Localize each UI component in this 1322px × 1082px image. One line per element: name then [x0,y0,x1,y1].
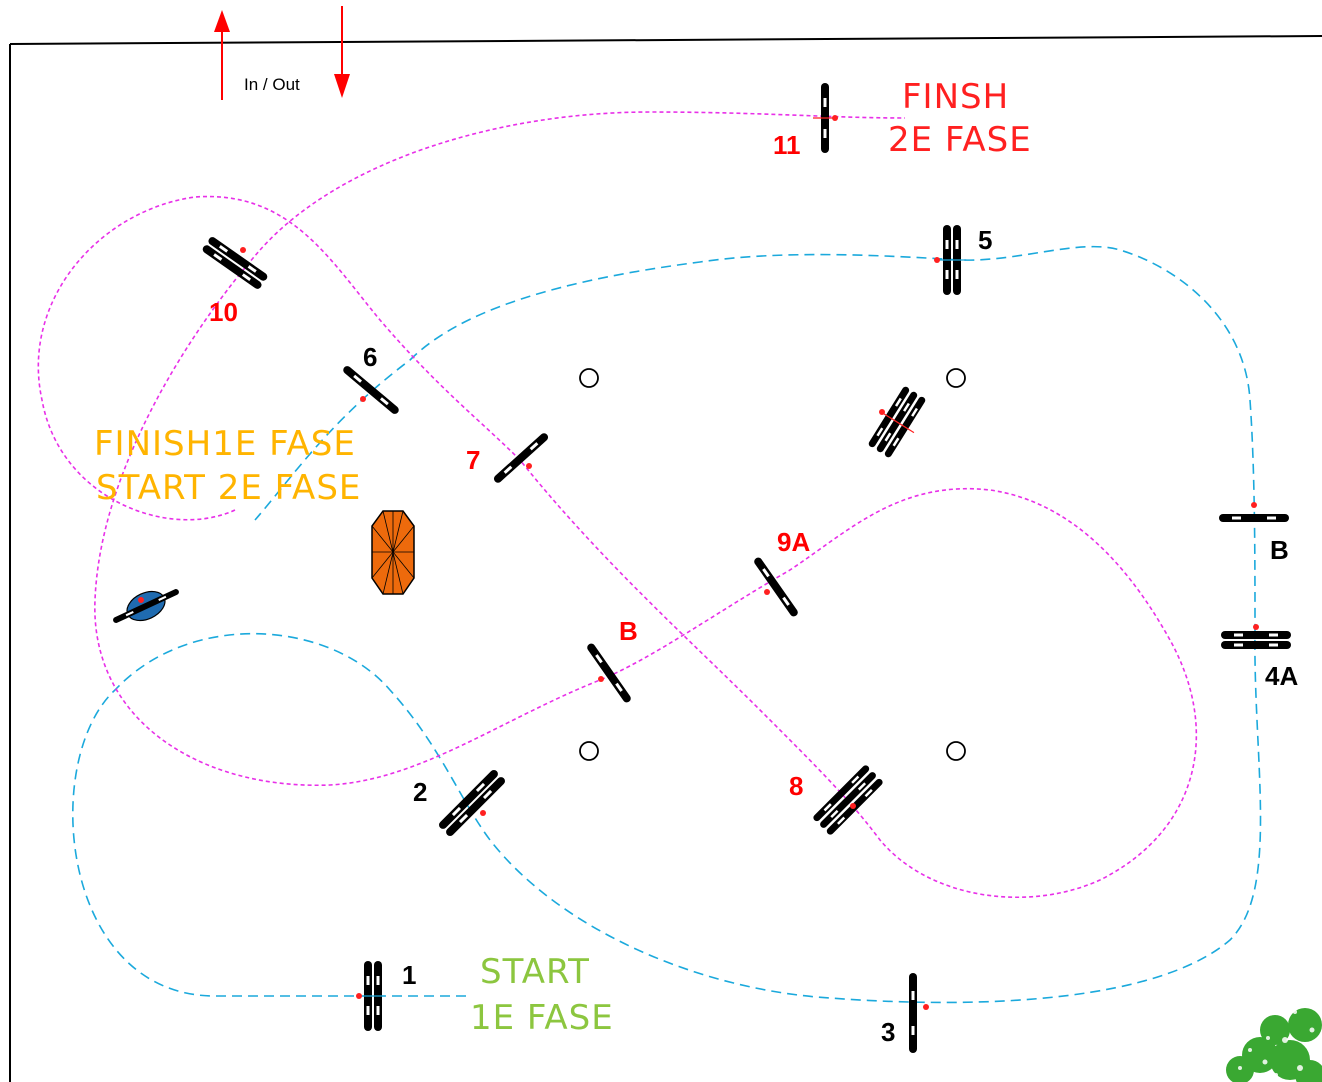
label-8: 8 [789,771,803,801]
label-11: 11 [773,130,801,160]
obstacle-7 [493,433,549,483]
entry-arrows [214,6,350,100]
obstacle-10 [202,237,268,289]
label-7: 7 [466,445,480,475]
label-b-phase2: B [619,616,638,646]
obstacle-b-phase2 [587,643,631,703]
obstacle-3 [909,973,929,1053]
start1-text-line1: START [480,952,590,992]
label-10: 10 [209,297,238,327]
obstacle-8 [813,765,883,835]
shrub-decoration [1226,1008,1322,1082]
obstacle-oxer-unnumbered [868,386,926,458]
finish1-text-line1: FINISH1E FASE [94,424,356,464]
label-1: 1 [402,960,416,990]
label-2: 2 [413,777,427,807]
water-tray-obstacle [371,510,415,595]
arena-border [9,35,1322,1082]
obstacle-6 [343,366,399,414]
liverpool-obstacle [113,589,179,623]
marker-circles [579,368,966,761]
obstacle-1 [356,961,385,1031]
entry-label: In / Out [244,75,300,94]
label-b-phase1: B [1270,535,1289,565]
obstacle-b-phase1 [1219,502,1289,522]
finish2-text-line2: 2E FASE [888,120,1032,160]
obstacle-11 [813,83,838,153]
label-5: 5 [978,225,992,255]
obstacle-9a [754,557,798,617]
label-3: 3 [881,1017,895,1047]
obstacle-5 [934,225,966,295]
phase1-route [72,245,1262,1004]
obstacle-4a [1221,624,1291,649]
obstacle-2 [439,770,505,836]
label-9a: 9A [777,527,810,557]
label-6: 6 [363,342,377,372]
start1-text-line2: 1E FASE [470,998,614,1038]
finish2-text-line1: FINSH [902,77,1009,117]
start2-text-line2: START 2E FASE [96,468,361,508]
label-4a: 4A [1265,661,1298,691]
